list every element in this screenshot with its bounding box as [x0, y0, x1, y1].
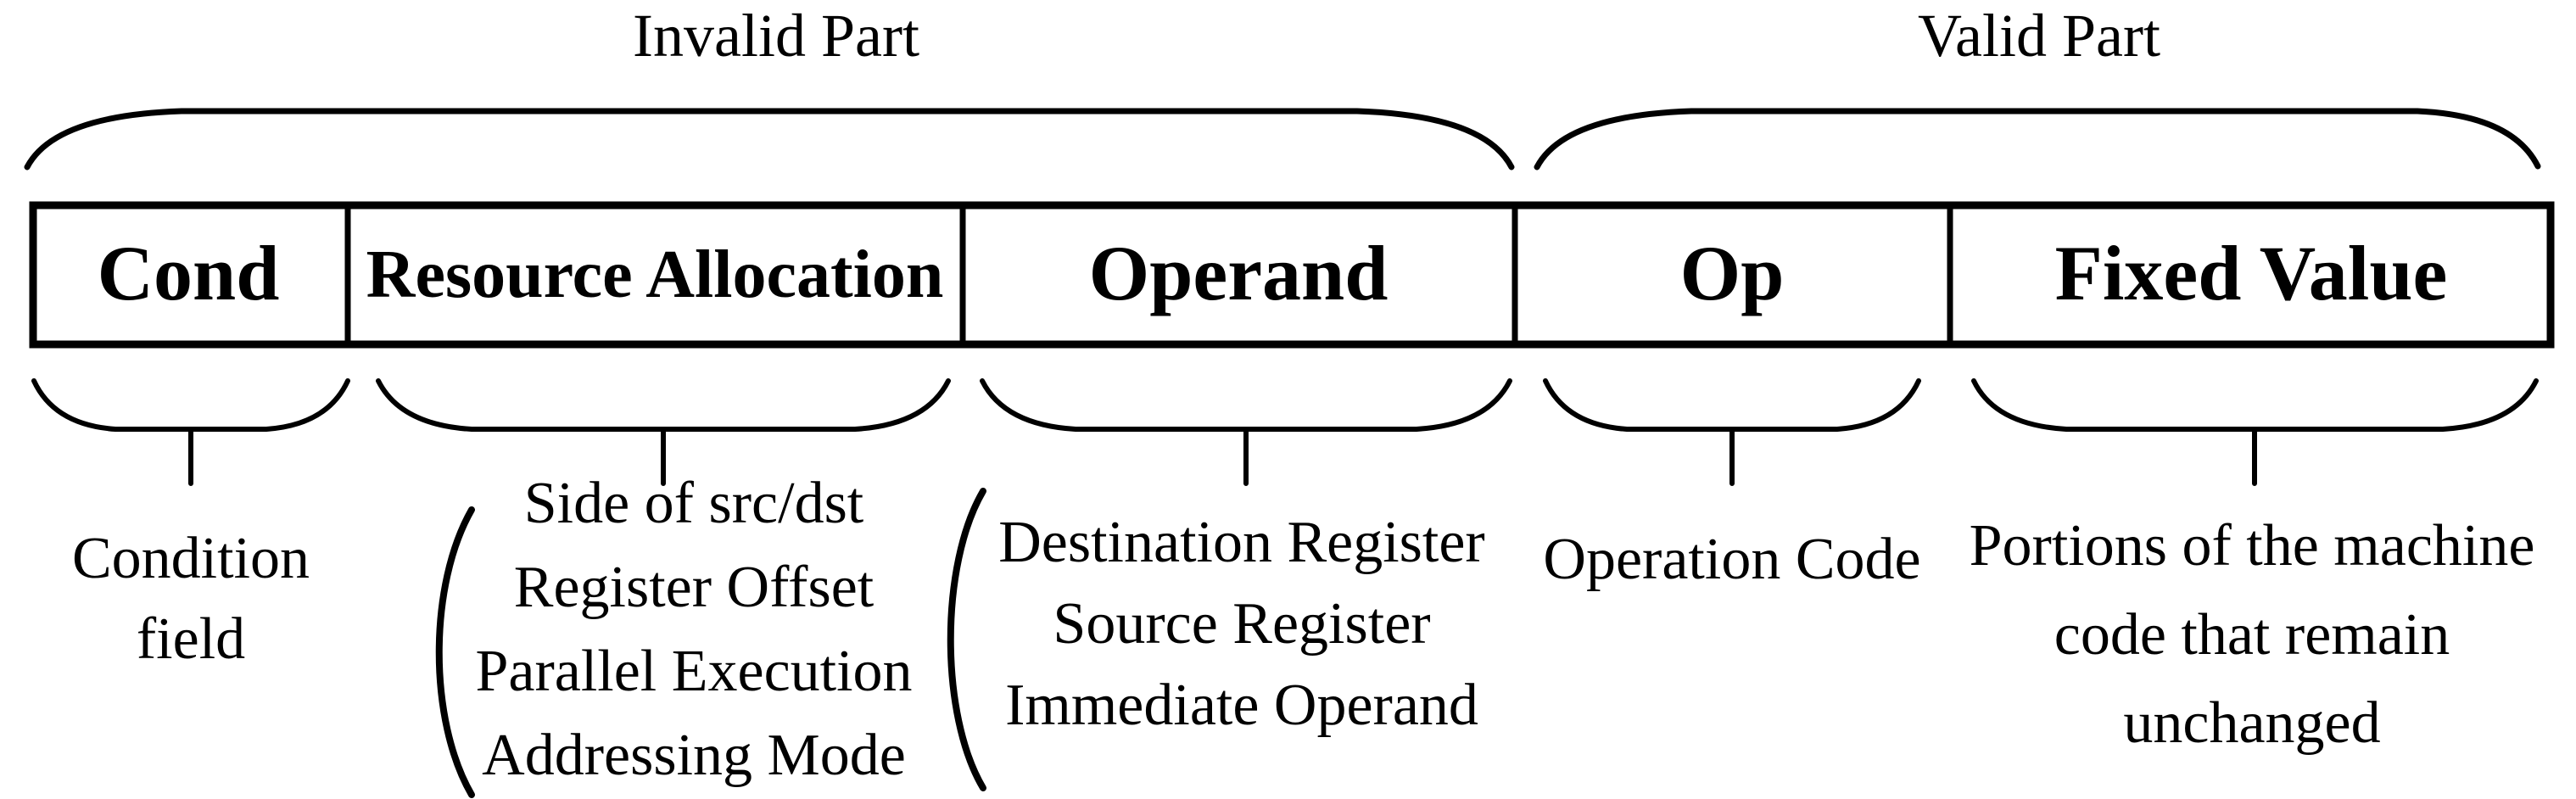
invalid-part-label: Invalid Part: [633, 2, 919, 70]
resource-desc-line: Register Offset: [513, 555, 874, 620]
fixed-underbrace: [1971, 378, 2539, 486]
operand-desc-brace: [947, 488, 986, 791]
fixed-desc-line: unchanged: [2123, 690, 2381, 756]
field-label-op: Op: [1679, 230, 1785, 316]
cond-underbrace: [31, 378, 350, 486]
cond-desc-line: Condition: [71, 526, 310, 591]
invalid-part-overbrace: [24, 108, 1515, 170]
operand-desc-line: Destination Register: [998, 510, 1485, 575]
field-dividers: [344, 202, 1953, 348]
op-desc-line: Operation Code: [1543, 527, 1921, 592]
field-label-operand: Operand: [1088, 230, 1389, 316]
resource-desc-line: Side of src/dst: [523, 471, 864, 536]
field-label-cond: Cond: [97, 230, 280, 316]
resource-desc-brace: [435, 506, 475, 798]
operand-desc-line: Source Register: [1053, 591, 1431, 657]
op-underbrace: [1543, 378, 1921, 486]
fixed-desc-line: Portions of the machine: [1969, 513, 2535, 578]
field-label-resource-allocation: Resource Allocation: [366, 237, 944, 312]
valid-part-overbrace: [1534, 108, 2541, 170]
cond-desc-line: field: [136, 606, 246, 672]
operand-underbrace: [980, 378, 1512, 486]
resource-desc-line: Parallel Execution: [475, 639, 913, 704]
resource-underbrace: [376, 378, 951, 486]
operand-desc-line: Immediate Operand: [1005, 673, 1478, 738]
valid-part-label: Valid Part: [1918, 2, 2160, 70]
field-label-fixed-value: Fixed Value: [2054, 230, 2448, 316]
resource-desc-line: Addressing Mode: [482, 723, 906, 788]
fields-box: [29, 201, 2555, 349]
fixed-desc-line: code that remain: [2054, 602, 2450, 668]
